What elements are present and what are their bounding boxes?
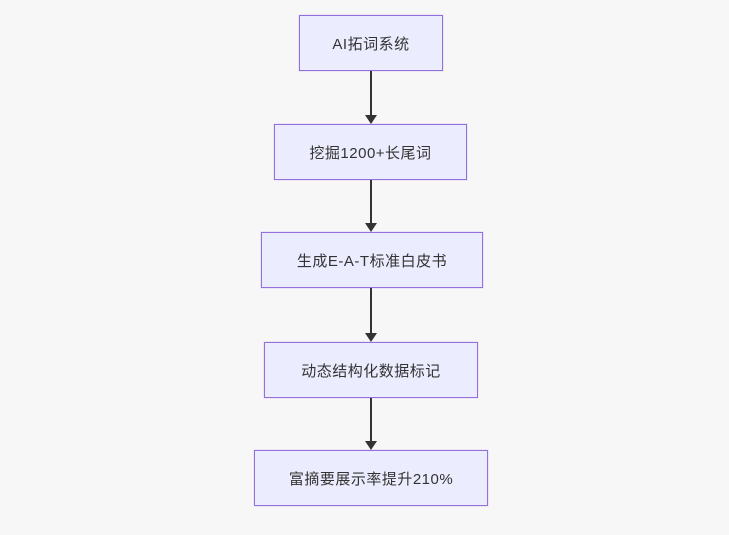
flow-node-longtail-mining: 挖掘1200+长尾词 [274,124,467,180]
flow-node-label: 富摘要展示率提升210% [288,470,454,488]
arrow-down-icon [365,223,377,232]
arrow-down-icon [365,441,377,450]
flow-node-label: 动态结构化数据标记 [301,362,441,380]
edge-line-1 [370,71,372,115]
edge-line-3 [370,288,372,333]
edge-line-2 [370,180,372,224]
flow-node-label: AI拓词系统 [332,35,410,53]
edge-line-4 [370,398,372,441]
flow-node-ai-word-system: AI拓词系统 [299,15,443,71]
flow-node-label: 挖掘1200+长尾词 [309,144,432,162]
flow-node-structured-data: 动态结构化数据标记 [264,342,478,398]
flow-node-rich-snippet-result: 富摘要展示率提升210% [254,450,488,506]
flow-node-eat-whitepaper: 生成E-A-T标准白皮书 [261,232,483,288]
flow-node-label: 生成E-A-T标准白皮书 [296,252,448,270]
arrow-down-icon [365,333,377,342]
arrow-down-icon [365,115,377,124]
